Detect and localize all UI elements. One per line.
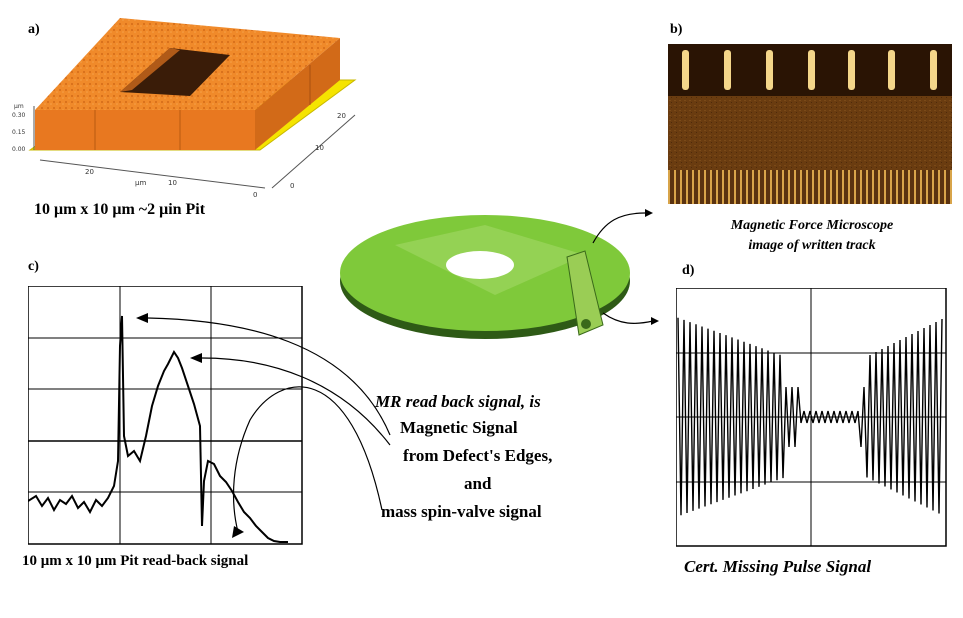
disk-illustration <box>340 209 659 339</box>
caption-b: Magnetic Force Microscope image of writt… <box>672 216 952 256</box>
afm-front-side <box>35 110 255 150</box>
afm-z-unit: μm <box>14 103 24 110</box>
panel-label-b: b) <box>670 22 683 37</box>
afm-y-tick: 20 <box>337 112 346 120</box>
caption-a: 10 μm x 10 μm ~2 μin Pit <box>34 201 206 218</box>
center-text-line5: mass spin-valve signal <box>381 502 542 521</box>
caption-b-line2: image of written track <box>748 238 876 253</box>
mfm-track-stripes <box>668 170 952 204</box>
afm-z-tick: 0.30 <box>12 112 26 119</box>
panel-label-c: c) <box>28 259 39 274</box>
disk-hole <box>446 251 514 279</box>
afm-pit-image: μm 0.30 0.15 0.00 20 μm 10 0 20 10 0 <box>12 18 357 199</box>
afm-x-tick: 20 <box>85 168 94 176</box>
panel-label-d: d) <box>682 263 695 278</box>
mfm-bright-bars <box>682 50 937 90</box>
caption-b-line1: Magnetic Force Microscope <box>730 218 894 233</box>
afm-x-unit: μm <box>135 179 146 187</box>
center-text-line2: Magnetic Signal <box>400 418 518 437</box>
readback-signal-chart <box>28 286 303 545</box>
pulse-trace <box>677 317 943 516</box>
annotation-arrows <box>136 313 391 538</box>
afm-z-tick: 0.15 <box>12 129 26 136</box>
pulse-line <box>677 317 943 516</box>
afm-z-tick: 0.00 <box>12 146 26 153</box>
panel-label-a: a) <box>28 22 40 37</box>
caption-c: 10 μm x 10 μm Pit read-back signal <box>22 553 249 569</box>
caption-d: Cert. Missing Pulse Signal <box>684 557 872 576</box>
readback-trace <box>28 315 288 543</box>
head-arm <box>566 250 604 336</box>
afm-x-tick: 10 <box>168 179 177 187</box>
mfm-image <box>668 44 952 204</box>
missing-pulse-chart <box>676 288 947 547</box>
afm-right-side <box>255 38 340 150</box>
afm-y-tick: 0 <box>290 182 294 190</box>
center-text-line4: and <box>464 474 492 493</box>
afm-x-tick: 0 <box>253 191 257 199</box>
center-text-line3: from Defect's Edges, <box>403 446 553 465</box>
center-text-line1: MR read back signal, is <box>375 392 541 411</box>
afm-y-tick: 10 <box>315 144 324 152</box>
afm-pit <box>120 48 230 96</box>
